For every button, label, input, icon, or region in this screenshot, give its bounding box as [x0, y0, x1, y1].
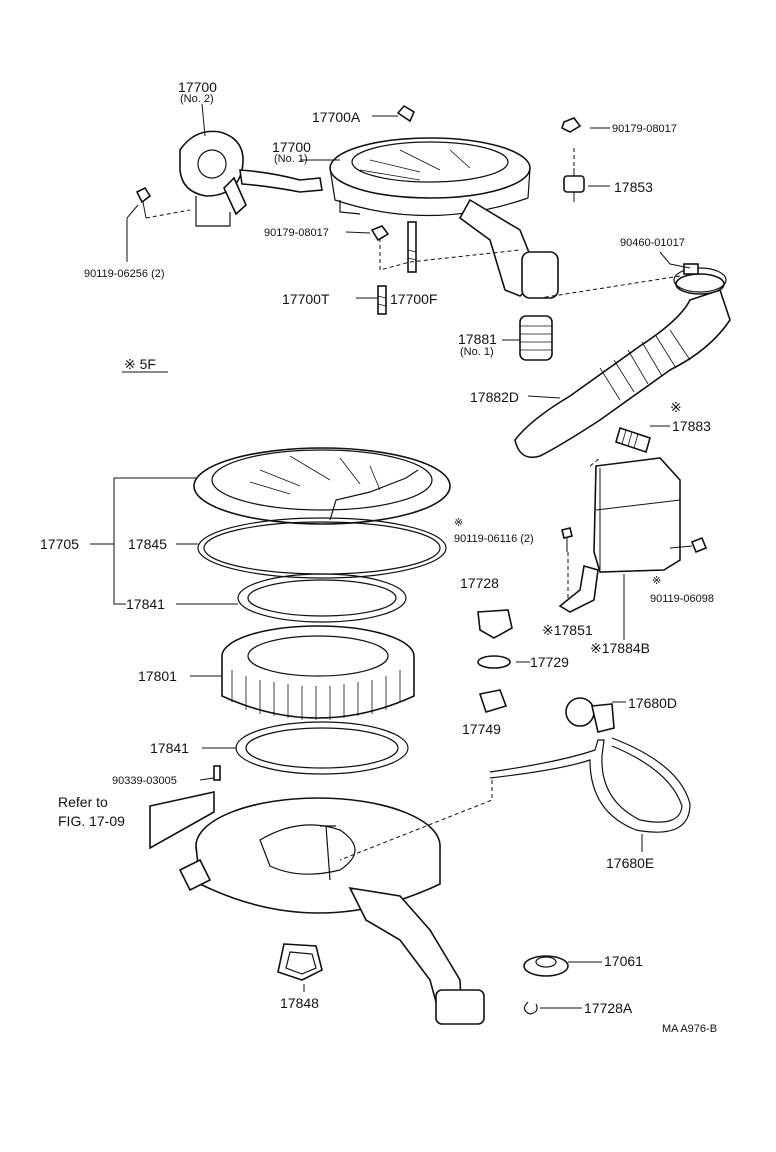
- label-17841-lower: 17841: [150, 740, 189, 756]
- label-5f-mark: ※ 5F: [124, 356, 156, 372]
- guide-line: [379, 238, 521, 271]
- stud-17700t: [377, 285, 387, 315]
- label-17845: 17845: [128, 536, 167, 552]
- clamp-90460-01017: [673, 263, 727, 293]
- stud-17700f: [407, 221, 417, 273]
- guide-line: [339, 780, 493, 861]
- label-17700-no1-sub: (No. 1): [274, 153, 308, 165]
- hose-17881: [519, 315, 553, 361]
- label-90460-01017: 90460-01017: [620, 237, 685, 249]
- air-cleaner-case: [178, 797, 485, 1025]
- label-17853: 17853: [614, 179, 653, 195]
- label-17728a: 17728A: [584, 1000, 633, 1016]
- label-17848: 17848: [280, 995, 319, 1011]
- element-17801: [221, 625, 415, 720]
- label-17700-no1: 17700: [272, 139, 311, 155]
- nut-90179-08017-a: [561, 117, 582, 133]
- guide-line: [539, 275, 681, 299]
- label-90179-08017-b: 90179-08017: [264, 227, 329, 239]
- intake-hose-17882d: [514, 273, 731, 459]
- label-90119-06116: 90119-06116 (2): [454, 533, 534, 545]
- label-17728: 17728: [460, 575, 499, 591]
- label-17680d: 17680D: [628, 695, 677, 711]
- label-17700-no2-sub: (No. 2): [180, 93, 214, 105]
- guide-line: [145, 209, 191, 219]
- label-refer-to: Refer to: [58, 794, 108, 810]
- hose-17680e: [489, 737, 691, 833]
- label-17881-sub: (No. 1): [460, 346, 494, 358]
- label-90339-03005: 90339-03005: [112, 775, 177, 787]
- label-17884b: ※17884B: [590, 640, 650, 656]
- nut-90179-08017-b: [370, 225, 390, 242]
- label-17705: 17705: [40, 536, 79, 552]
- bolt-90119-06098: [690, 536, 708, 554]
- label-17749: 17749: [462, 721, 501, 737]
- gasket-17848: [277, 943, 323, 981]
- label-17883: 17883: [672, 418, 711, 434]
- label-90119-06098-mark: ※: [652, 575, 661, 587]
- sensor-17728: [477, 609, 513, 639]
- label-17061: 17061: [604, 953, 643, 969]
- hose-17883: [615, 426, 651, 454]
- label-17700f: 17700F: [390, 291, 437, 307]
- label-17883-mark: ※: [670, 399, 682, 415]
- figure-code: MA A976-B: [662, 1023, 717, 1035]
- bolt-90119-06256: [135, 186, 152, 219]
- wing-nut-17700a: [396, 104, 416, 123]
- label-17700t: 17700T: [282, 291, 330, 307]
- valve-17680d: [565, 697, 615, 733]
- label-17882d: 17882D: [470, 389, 519, 405]
- labels: 17700 (No. 2) 17700A 90179-08017 17700 (…: [40, 79, 717, 1035]
- label-17881: 17881: [458, 331, 497, 347]
- clip-17749: [478, 689, 508, 713]
- gasket-17729: [477, 655, 511, 669]
- damper-17853: [563, 168, 585, 202]
- air-cleaner-cap-no2: [179, 130, 323, 227]
- label-90119-06256: 90119-06256 (2): [84, 268, 165, 280]
- gasket-17841-upper: [237, 573, 407, 623]
- label-17700-no2: 17700: [178, 79, 217, 95]
- label-17841-upper: 17841: [126, 596, 165, 612]
- grommet-17061: [523, 955, 569, 977]
- air-cleaner-cap-17845: [193, 447, 451, 525]
- bracket-17851: [558, 564, 599, 613]
- bolt-90119-06116: [561, 527, 573, 552]
- guide-line: [589, 457, 601, 467]
- air-cleaner-cap-no1: [329, 137, 559, 299]
- label-90119-06098: 90119-06098: [650, 593, 714, 605]
- reference-tab: [149, 791, 215, 850]
- label-90179-08017-a: 90179-08017: [612, 123, 677, 135]
- resonator-17884b: [593, 457, 681, 573]
- label-17851: ※17851: [542, 622, 593, 638]
- label-17801: 17801: [138, 668, 177, 684]
- clip-17728a: [523, 1001, 538, 1015]
- pin-90339-03005: [213, 765, 221, 781]
- label-17729: 17729: [530, 654, 569, 670]
- gasket-17841-lower: [235, 721, 409, 775]
- gasket-17845: [197, 517, 447, 579]
- label-17700a: 17700A: [312, 109, 361, 125]
- label-17680e: 17680E: [606, 855, 654, 871]
- leader-lines: [90, 103, 693, 1009]
- label-90119-06116-mark: ※: [454, 517, 463, 529]
- label-refer-fig: FIG. 17-09: [58, 813, 125, 829]
